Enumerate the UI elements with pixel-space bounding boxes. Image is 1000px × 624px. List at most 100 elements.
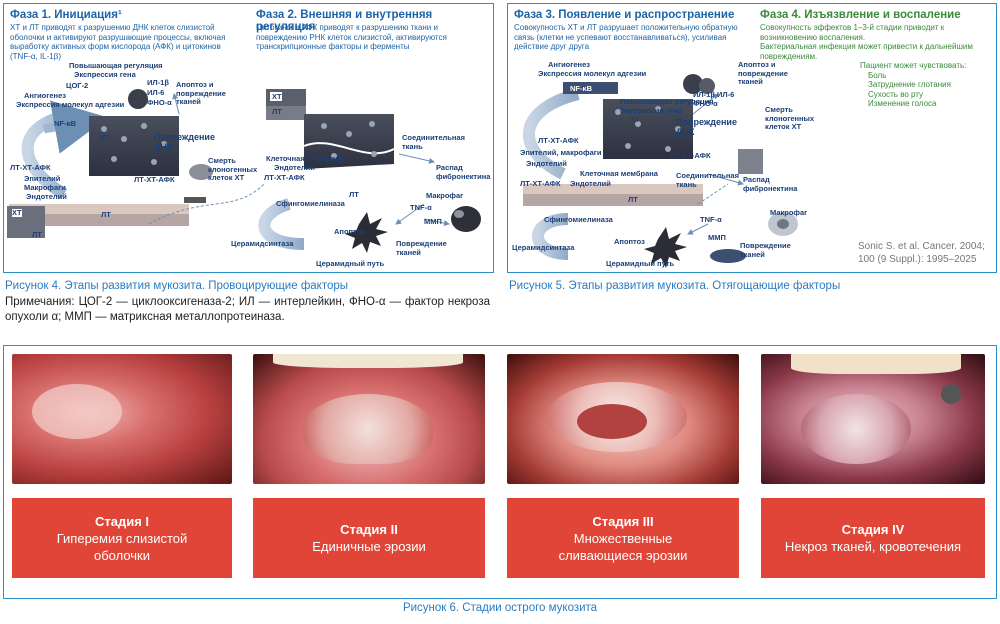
f5-apoptosis-damage: Апоптоз и повреждение тканей	[738, 60, 788, 86]
f5-ceramide-path: Церамидный путь	[606, 259, 675, 268]
f5-mmp: ММП	[708, 233, 726, 242]
f5-fibronectin: Распад фибронектина	[743, 175, 798, 193]
patient-heading: Пациент может чувствовать:	[860, 61, 967, 70]
apoptosis-cell	[345, 212, 388, 253]
f5-adhesion: Экспрессия молекул адгезии	[538, 69, 647, 78]
stage-1-box: Стадия I Гиперемия слизистой оболочки	[12, 498, 232, 578]
f4-mmp: ММП	[424, 217, 442, 226]
f5-angiogenesis: Ангиогенез	[548, 60, 590, 69]
f4-apoptosis-damage: Апоптоз и повреждение тканей	[176, 80, 226, 106]
phase2-desc: Цитокины и АФК приводят к разрушению тка…	[256, 23, 447, 51]
f5-lt-marker: ЛТ	[628, 195, 638, 204]
f4-cox2: ЦОГ-2	[66, 81, 89, 90]
f4-upregulation: Повышающая регуляция	[69, 61, 163, 70]
stage-2-desc: Единичные эрозии	[312, 539, 426, 554]
stage-2-box: Стадия II Единичные эрозии	[253, 498, 485, 578]
f4-dna-damage: Повреждение ДНК	[154, 132, 215, 152]
f4-lt-xt-afk-2: ЛТ-ХТ-АФК	[134, 175, 175, 184]
stage-4-desc: Некроз тканей, кровотечения	[784, 539, 962, 554]
phase4-desc2: Бактериальная инфекция может привести к …	[760, 42, 973, 61]
stage-1-photo	[12, 354, 232, 484]
f4-angiogenesis: Ангиогенез	[24, 91, 66, 100]
f5-nfkb: NF-κB	[570, 84, 593, 93]
symptom-item: Затруднение глотания	[868, 80, 951, 89]
f4-sphingomyelinase: Сфингомиелиназа	[276, 199, 345, 208]
figure-4-diagram	[7, 89, 481, 253]
symptom-item: Сухость во рту	[868, 89, 924, 99]
stage-3-photo	[507, 354, 739, 484]
figure-5-caption: Рисунок 5. Этапы развития мукозита. Отяг…	[509, 280, 841, 292]
f5-lt-xt-afk-1: ЛТ-ХТ-АФК	[538, 136, 579, 145]
f4-adhesion: Экспрессия молекул адгезии	[16, 100, 125, 109]
stage-4-title: Стадия IV	[841, 522, 905, 537]
figure-5-diagram	[522, 74, 798, 268]
symptom-item: Боль	[868, 70, 887, 80]
phase4-desc: Совокупность эффектов 1–3-й стадии приво…	[760, 23, 945, 42]
f5-cytokines: ИЛ-1β ИЛ-6 ФНО-α	[693, 90, 735, 108]
f4-il6: ИЛ-6	[147, 88, 165, 97]
stage-1-desc: Гиперемия слизистой оболочки	[56, 530, 188, 563]
stage-3-desc: Множественные сливающиеся эрозии	[558, 530, 688, 563]
f5-gene-expression: Экспрессия гена	[620, 106, 682, 115]
figure-4-caption: Рисунок 4. Этапы развития мукозита. Пров…	[5, 280, 349, 292]
f4-lt-inset: ЛТ	[32, 230, 42, 239]
symptom-item: Изменение голоса	[868, 99, 937, 108]
f4-nfkb: NF-κB	[54, 119, 77, 128]
f4-tissue-damage: Повреждение тканей	[396, 239, 447, 257]
f4-epithelium: Эпителий	[24, 174, 61, 183]
stage-2-photo	[253, 354, 485, 484]
f4-lt-xt-afk-3: ЛТ-ХТ-АФК	[264, 173, 305, 182]
f4-xt-right: ХТ	[272, 92, 282, 101]
f4-xt-inset: ХТ	[12, 208, 22, 217]
f4-xt-marker: ХТ	[99, 133, 109, 142]
stage-2-title: Стадия II	[340, 522, 398, 537]
f4-death-clone: Смерть клоногенных клеток ХТ	[208, 156, 258, 182]
f4-lt-right: ЛТ	[272, 107, 282, 116]
f5-connective: Соединительная ткань	[676, 171, 739, 189]
f5-death-clone: Смерть клоногенных клеток ХТ	[765, 105, 815, 131]
f5-tnf-a: TNF-α	[700, 215, 722, 224]
phase4-title: Фаза 4. Изъязвление и воспаление	[760, 9, 961, 21]
f5-lt-xt-afk-2: ЛТ-ХТ-АФК	[670, 151, 711, 160]
f5-macrophage: Макрофаг	[770, 208, 808, 217]
f4-endothelium: Эндотелий	[26, 192, 67, 201]
f5-upregulation: Повышающая регуляция	[620, 97, 714, 106]
f4-tnf-a: TNF-α	[410, 203, 432, 212]
f4-tnf: ФНО-α	[147, 98, 172, 107]
patient-symptoms: Пациент может чувствовать: Боль Затрудне…	[860, 61, 966, 109]
f4-cell-membrane: Клеточная мембрана	[266, 154, 344, 163]
f5-sphingomyelinase: Сфингомиелиназа	[544, 215, 613, 224]
f5-apoptosis: Апоптоз	[614, 237, 645, 246]
stage-4-box: Стадия IV Некроз тканей, кровотечения	[761, 498, 985, 578]
f4-connective: Соединительная ткань	[402, 133, 465, 151]
phase2-title: Фаза 2. Внешняя и внутренняя регуляция	[256, 9, 433, 33]
f4-apoptosis: Апоптоз	[334, 227, 365, 236]
stage-3-box: Стадия III Множественные сливающиеся эро…	[507, 498, 739, 578]
f5-endothelium: Эндотелий	[526, 159, 567, 168]
f4-macrophage: Макрофаг	[426, 191, 464, 200]
figure-6-panel: Стадия I Гиперемия слизистой оболочки Ст…	[3, 345, 997, 599]
stage-1-title: Стадия I	[94, 513, 150, 529]
f4-lt-small: ЛТ	[349, 190, 359, 199]
phase3-title: Фаза 3. Появление и распространение	[514, 9, 735, 21]
f5-cell-membrane: Клеточная мембрана	[580, 169, 658, 178]
figure-5-panel: Фаза 3. Появление и распространение Сово…	[507, 3, 997, 273]
f4-gene-expression: Экспрессия гена	[74, 70, 136, 79]
stage-4-photo	[761, 354, 985, 484]
f5-dna-damage: Повреждение ДНК	[676, 117, 737, 137]
figure-4-panel: Фаза 1. Инициация¹ ХТ и ЛТ приводят к ра…	[3, 3, 494, 273]
phase1-title: Фаза 1. Инициация¹	[10, 9, 122, 21]
figure-6-caption: Рисунок 6. Стадии острого мукозита	[402, 602, 598, 614]
f4-macrophages: Макрофаги	[24, 183, 66, 192]
f4-fibronectin: Распад фибронектина	[436, 163, 491, 181]
f4-ceramide-path: Церамидный путь	[316, 259, 385, 268]
source-citation: Sonic S. et al. Cancer. 2004; 100 (9 Sup…	[858, 241, 985, 265]
figure-4-note: Примечания: ЦОГ-2 — циклооксигеназа-2; И…	[5, 296, 490, 323]
f4-ceramide-synthase: Церамидсинтаза	[231, 239, 294, 248]
f4-lt-xt-afk-1: ЛТ-ХТ-АФК	[10, 163, 51, 172]
f4-lt-marker: ЛТ	[101, 210, 111, 219]
cell-nucleus	[128, 89, 148, 109]
stage-3-title: Стадия III	[592, 513, 654, 529]
phase1-desc: ХТ и ЛТ приводят к разрушению ДНК клеток…	[10, 23, 226, 61]
f5-epith-macro: Эпителий, макрофаги	[520, 148, 602, 157]
